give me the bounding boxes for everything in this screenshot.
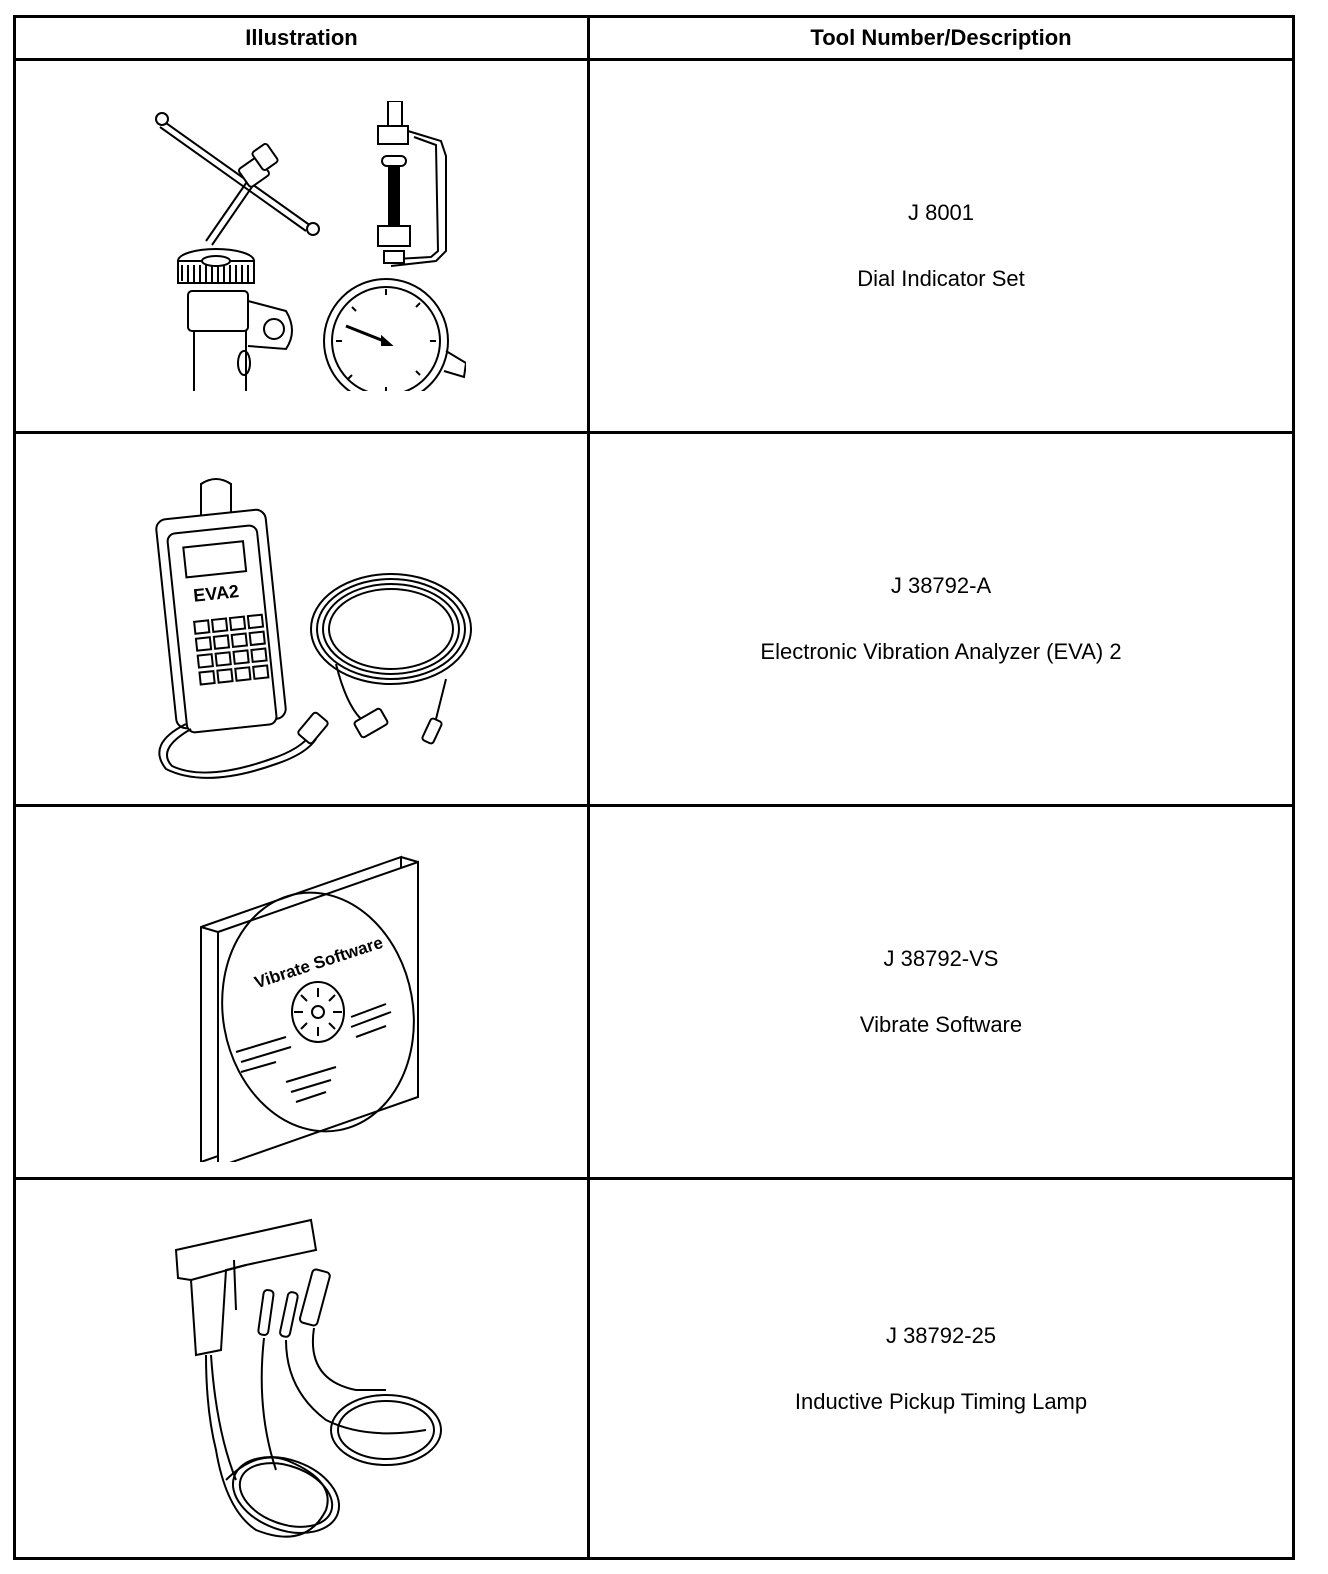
description-cell: J 38792-A Electronic Vibration Analyzer …	[590, 434, 1292, 804]
illustration-cell: Vibrate Software	[16, 807, 587, 1177]
table-row: J 8001 Dial Indicator Set	[16, 61, 1292, 431]
software-cd-icon: Vibrate Software	[196, 852, 426, 1162]
illustration-cell	[16, 61, 587, 431]
vibration-analyzer-icon: EVA2	[146, 474, 476, 784]
table-row: EVA2	[16, 434, 1292, 804]
header-description: Tool Number/Description	[590, 18, 1292, 58]
description-cell: J 38792-VS Vibrate Software	[590, 807, 1292, 1177]
header-illustration: Illustration	[16, 18, 587, 58]
dial-indicator-set-icon	[146, 101, 466, 391]
table-row: J 38792-25 Inductive Pickup Timing Lamp	[16, 1180, 1292, 1557]
row-divider	[16, 431, 1292, 434]
row-divider	[16, 58, 1292, 61]
tool-number: J 38792-25	[885, 1322, 997, 1348]
tool-number: J 38792-A	[890, 573, 992, 598]
analyzer-label: EVA2	[192, 581, 240, 606]
description-cell: J 8001 Dial Indicator Set	[590, 61, 1292, 431]
tools-table: Illustration Tool Number/Description	[13, 15, 1295, 1560]
row-divider	[16, 804, 1292, 807]
illustration-cell: EVA2	[16, 434, 587, 804]
column-divider	[587, 18, 590, 1557]
header-illustration-label: Illustration	[245, 25, 358, 50]
header-description-label: Tool Number/Description	[810, 25, 1072, 50]
tool-description: Vibrate Software	[859, 1012, 1023, 1037]
description-cell: J 38792-25 Inductive Pickup Timing Lamp	[590, 1180, 1292, 1557]
tool-description: Inductive Pickup Timing Lamp	[794, 1388, 1088, 1414]
illustration-cell	[16, 1180, 587, 1557]
row-divider	[16, 1177, 1292, 1180]
tool-number: J 38792-VS	[883, 946, 999, 971]
tool-description: Electronic Vibration Analyzer (EVA) 2	[760, 639, 1122, 664]
table-row: Vibrate Software J 38792-VS Vibrate Soft…	[16, 807, 1292, 1177]
tool-description: Dial Indicator Set	[857, 266, 1025, 291]
timing-lamp-icon	[166, 1210, 456, 1550]
tool-number: J 8001	[907, 200, 975, 225]
